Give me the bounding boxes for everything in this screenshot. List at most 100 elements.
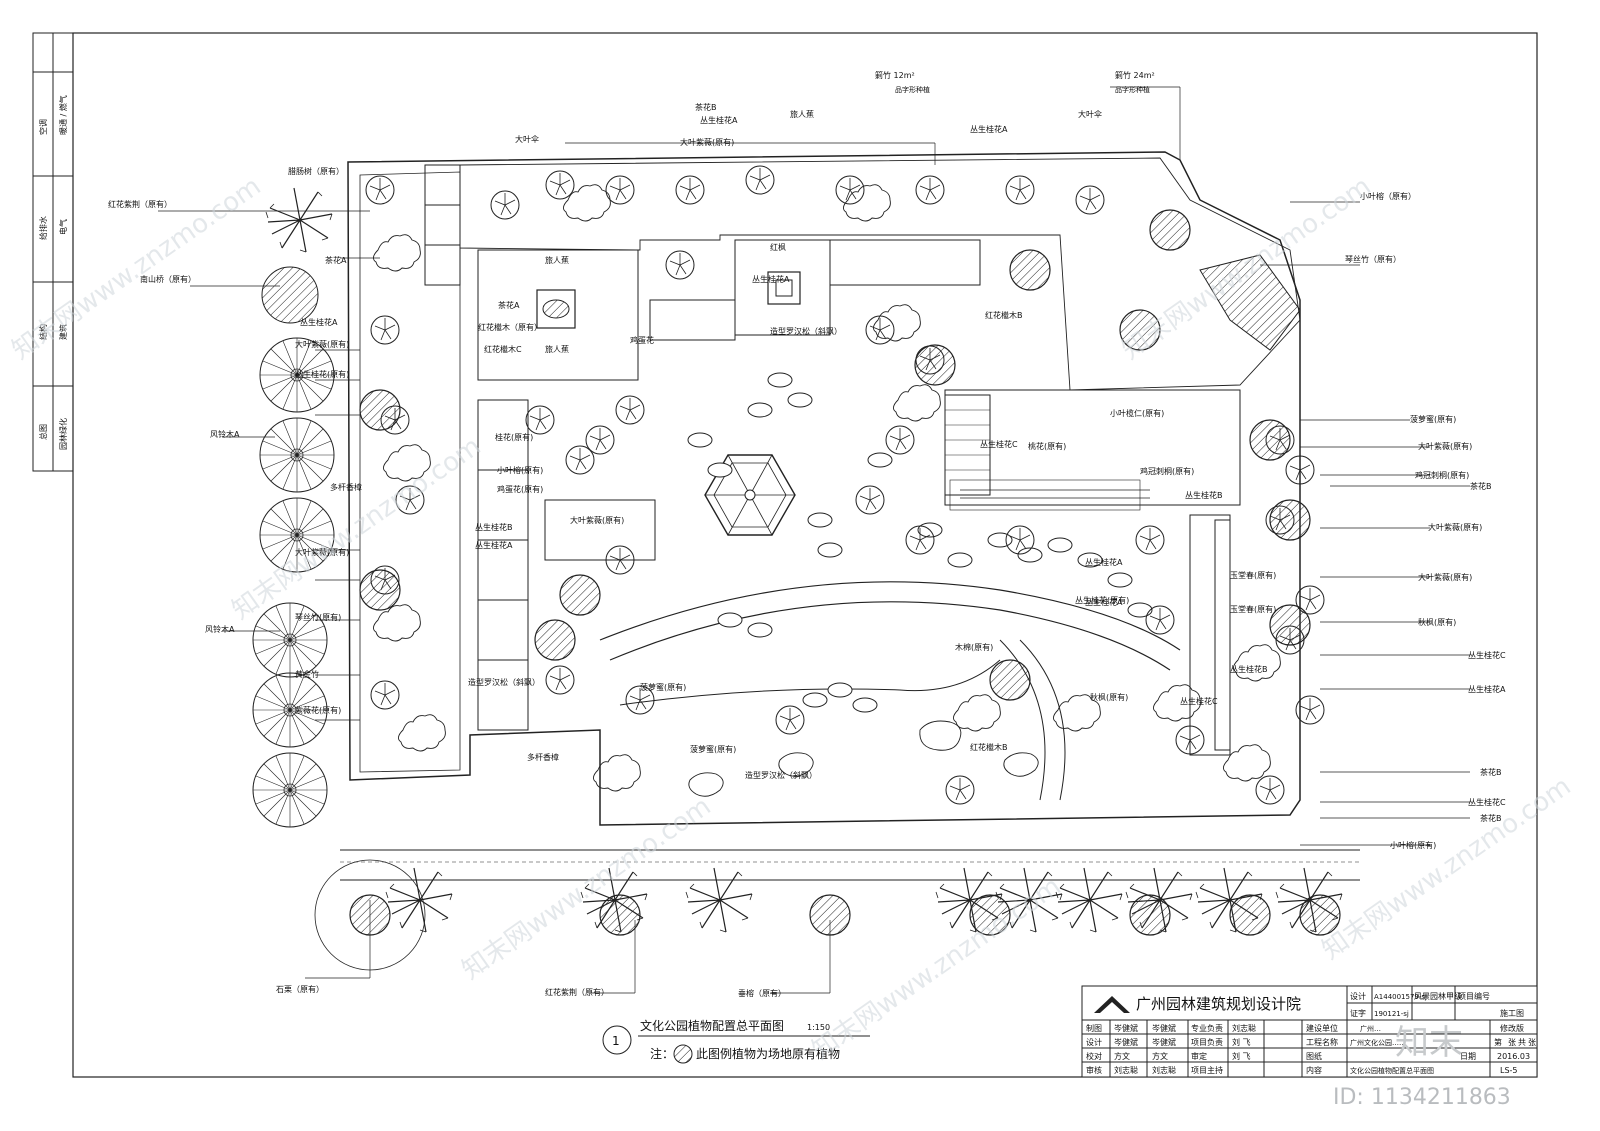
label-right-3: 菠萝蜜(原有) bbox=[1410, 414, 1456, 424]
label-center-20: 玉堂春(原有) bbox=[1230, 604, 1276, 614]
label-center-23: 木棉(原有) bbox=[955, 642, 993, 652]
label-left-5: 丛生桂花A bbox=[300, 317, 338, 327]
site-boundary bbox=[347, 151, 1301, 826]
label-top-2: 箣竹 24m² bbox=[1115, 70, 1155, 80]
label-top-9: 大叶伞 bbox=[1078, 109, 1102, 119]
label-center-25: 红花檵木B bbox=[970, 742, 1008, 752]
label-right-6: 茶花B bbox=[1470, 481, 1492, 491]
label-center-11: 鸡蛋花(原有) bbox=[497, 484, 543, 494]
label-center-0: 旅人蕉 bbox=[545, 255, 569, 265]
drawing-label: 图纸 bbox=[1306, 1051, 1322, 1061]
top-planting-bed bbox=[459, 157, 1301, 391]
label-top-0: 箣竹 12m² bbox=[875, 70, 915, 80]
row3-b: 刘志聪 bbox=[1114, 1065, 1138, 1075]
label-right-5: 鸡冠刺桐(原有) bbox=[1415, 470, 1469, 480]
label-top-8: 旅人蕉 bbox=[790, 109, 814, 119]
label-left-6: 大叶紫薇(原有) bbox=[295, 339, 349, 349]
side-cell-2: 给排水 bbox=[38, 216, 48, 240]
side-cell-6: 总图 bbox=[38, 424, 48, 440]
label-top-1: 品字形种植 bbox=[895, 85, 930, 94]
label-right-11: 丛生桂花A bbox=[1468, 684, 1506, 694]
row0-b: 岑健斌 bbox=[1114, 1023, 1138, 1033]
label-center-16: 丛生桂花A bbox=[1085, 557, 1123, 567]
row2-d: 审定 bbox=[1191, 1051, 1207, 1061]
label-center-13: 丛生桂花C bbox=[980, 439, 1018, 449]
label-center-8: 红花檵木B bbox=[985, 310, 1023, 320]
label-top-6: 大叶紫薇(原有) bbox=[680, 137, 734, 147]
label-center-9: 桂花(原有) bbox=[495, 432, 533, 442]
label-left-3: 茶花A bbox=[325, 255, 347, 265]
curved-path-1 bbox=[599, 581, 1181, 651]
row0-e: 刘志聪 bbox=[1232, 1023, 1256, 1033]
row1-b: 岑健斌 bbox=[1114, 1037, 1138, 1047]
label-center-4: 红枫 bbox=[770, 242, 786, 252]
row1-c: 岑健斌 bbox=[1152, 1037, 1176, 1047]
label-left-0: 红花紫荆（原有） bbox=[108, 199, 172, 209]
side-cell-0: 空调 bbox=[38, 119, 48, 135]
drawing-title: 1 文化公园植物配置总平面图 1:150 注： 此图例植物为场地原有植物 bbox=[602, 1018, 870, 1064]
label-right-13: 丛生桂花C bbox=[1468, 797, 1506, 807]
row2-a: 校对 bbox=[1086, 1051, 1102, 1061]
side-panel: 空调 暖通 / 燃气 给排水 电气 结构 建筑 总图 园林绿化 bbox=[32, 32, 74, 472]
qualification: 风景园林甲级 bbox=[1414, 991, 1462, 1001]
row2-b: 方文 bbox=[1114, 1051, 1130, 1061]
cert-label-2: 证字 bbox=[1350, 1008, 1366, 1018]
labels-top: 箣竹 12m² 品字形种植 箣竹 24m² 品字形种植 茶花B 丛生桂花A 大叶… bbox=[515, 70, 1155, 147]
label-bottom-0: 石栗（原有） bbox=[276, 984, 324, 994]
curved-path-2 bbox=[619, 659, 1001, 706]
drawing-name-value: 文化公园植物配置总平面图 bbox=[1350, 1066, 1434, 1075]
title-block: 广州园林建筑规划设计院 设计 证字 A144001579-sj 190121-s… bbox=[1081, 985, 1538, 1078]
label-left-17: 多杆香樟 bbox=[527, 752, 559, 762]
drawing-title-text: 文化公园植物配置总平面图 bbox=[640, 1018, 784, 1033]
label-center-7: 鸡蛋花 bbox=[630, 335, 654, 345]
row0-c: 岑健斌 bbox=[1152, 1023, 1176, 1033]
cert-no-1: A144001579-sj bbox=[1374, 993, 1427, 1001]
label-top-3: 品字形种植 bbox=[1115, 85, 1150, 94]
label-right-7: 大叶紫薇(原有) bbox=[1428, 522, 1482, 532]
label-center-15: 鸡冠刺桐(原有) bbox=[1140, 466, 1194, 476]
label-center-12: 大叶紫薇(原有) bbox=[570, 515, 624, 525]
labels-bottom: 石栗（原有） 红花紫荆（原有） 垂榕（原有） bbox=[276, 984, 786, 998]
id-badge: 知末 ID: 1134211863 bbox=[1333, 1023, 1511, 1110]
label-center-30: 丛生桂花(原有) bbox=[1075, 595, 1129, 605]
row0-d: 专业负责 bbox=[1191, 1023, 1223, 1033]
sheet-label-1: 第 bbox=[1494, 1037, 1502, 1047]
label-top-5: 丛生桂花A bbox=[700, 115, 738, 125]
project-name-label: 工程名称 bbox=[1306, 1037, 1338, 1047]
row1-e: 刘 飞 bbox=[1232, 1037, 1251, 1047]
build-unit-label: 建设单位 bbox=[1306, 1023, 1338, 1033]
side-cell-4: 结构 bbox=[38, 324, 48, 340]
row3-c: 刘志聪 bbox=[1152, 1065, 1176, 1075]
build-unit-value: 广州… bbox=[1360, 1024, 1381, 1033]
drawing-no: LS-5 bbox=[1500, 1066, 1518, 1075]
existing-trees bbox=[359, 209, 1311, 701]
org-name: 广州园林建筑规划设计院 bbox=[1136, 995, 1301, 1013]
label-center-26: 造型罗汉松（斜飘） bbox=[745, 770, 817, 780]
label-center-1: 茶花A bbox=[498, 300, 520, 310]
label-center-6: 造型罗汉松（斜飘） bbox=[770, 326, 842, 336]
row1-d: 项目负责 bbox=[1191, 1037, 1223, 1047]
label-center-29: 菠萝蜜(原有) bbox=[640, 682, 686, 692]
label-left-11: 丛生桂花A bbox=[475, 540, 513, 550]
date-value: 2016.03 bbox=[1497, 1052, 1530, 1061]
label-right-8: 大叶紫薇(原有) bbox=[1418, 572, 1472, 582]
label-right-10: 丛生桂花C bbox=[1468, 650, 1506, 660]
row2-c: 方文 bbox=[1152, 1051, 1168, 1061]
sheet-label-4: 张 bbox=[1528, 1038, 1536, 1047]
sheet-label-3: 共 bbox=[1518, 1038, 1526, 1047]
label-center-3: 旅人蕉 bbox=[545, 344, 569, 354]
hexagon-pavilion bbox=[704, 454, 796, 536]
label-center-21: 丛生桂花B bbox=[1230, 664, 1268, 674]
label-center-28: 造型罗汉松（斜飘） bbox=[468, 677, 540, 687]
label-center-27: 菠萝蜜(原有) bbox=[690, 744, 736, 754]
label-left-16: 紫薇花(原有) bbox=[295, 705, 341, 715]
badge-id: ID: 1134211863 bbox=[1333, 1085, 1511, 1110]
label-right-4: 大叶紫薇(原有) bbox=[1418, 441, 1472, 451]
label-left-10: 丛生桂花B bbox=[475, 522, 513, 532]
watermarks: 知末网www.znzmo.com 知末网www.znzmo.com 知末网www… bbox=[7, 171, 1577, 1065]
label-left-4: 红花檵木（原有） bbox=[478, 322, 542, 332]
label-center-18: 丛生桂花B bbox=[1185, 490, 1223, 500]
label-right-0: 小叶榕（原有） bbox=[1360, 191, 1416, 201]
row0-a: 制图 bbox=[1086, 1023, 1102, 1033]
